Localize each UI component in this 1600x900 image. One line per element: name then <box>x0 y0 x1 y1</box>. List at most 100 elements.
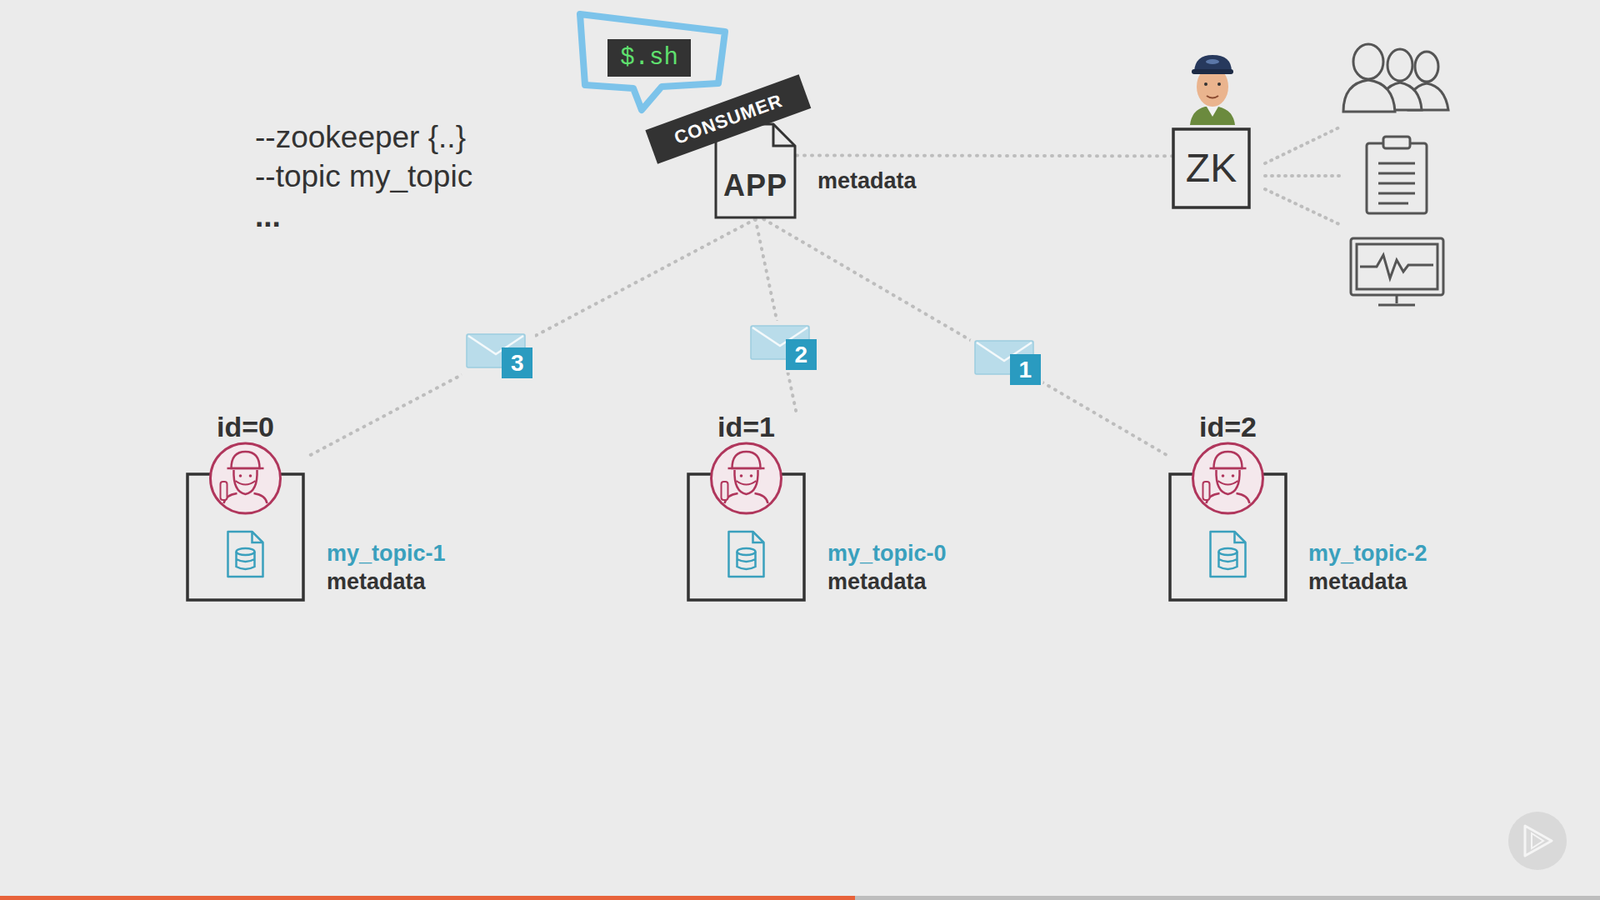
clipboard-line <box>1378 182 1415 185</box>
database-file-icon <box>729 531 765 577</box>
person-body <box>1343 80 1395 112</box>
clipboard-line <box>1378 172 1415 175</box>
broker-outline <box>1168 412 1288 602</box>
clipboard-line <box>1378 162 1415 165</box>
node-label: ZK <box>1185 146 1237 191</box>
people-icon <box>1343 44 1449 112</box>
broker-outline <box>686 412 806 602</box>
avatar-brim <box>227 467 265 470</box>
shell-script-label: $.sh <box>607 39 691 77</box>
avatar-helmet <box>732 451 761 469</box>
avatar-eye <box>750 474 754 478</box>
avatar-roll <box>721 481 729 500</box>
metadata-label: metadata <box>817 167 917 195</box>
avatar-brim <box>1210 467 1247 470</box>
file-fold <box>1235 531 1246 543</box>
clipboard-line <box>1378 192 1415 195</box>
play-button <box>1508 811 1567 870</box>
avatar-eye <box>249 474 253 478</box>
clipboard-icon <box>1366 136 1427 214</box>
callout-number: 2 <box>785 339 817 370</box>
db-top <box>236 548 255 555</box>
callout-number: 1 <box>1010 354 1041 385</box>
avatar-circle <box>1193 443 1264 514</box>
leader-line <box>1265 189 1340 225</box>
heartbeat-line <box>1360 255 1434 279</box>
avatar-shoulders <box>1206 493 1250 504</box>
avatar-brim <box>728 467 765 470</box>
bubble-outline <box>580 14 725 110</box>
avatar-face <box>734 470 758 495</box>
zookeeper-collar <box>1206 106 1219 117</box>
progress-fill <box>0 895 855 900</box>
avatar-roll <box>220 481 228 500</box>
zookeeper-eye <box>1217 82 1221 86</box>
command-option: --zookeeper {..} <box>255 119 466 156</box>
monitor-stand <box>1378 304 1415 307</box>
avatar-eye <box>740 474 744 478</box>
command-option: --topic my_topic <box>255 158 473 195</box>
file-fold <box>753 531 765 543</box>
node-label: APP <box>723 168 788 204</box>
leader-line <box>1265 174 1344 178</box>
monitor-inner <box>1356 244 1438 290</box>
zookeeper-box: ZK <box>1171 127 1251 210</box>
file-outline <box>1210 531 1246 577</box>
db-body <box>236 551 255 570</box>
db-top <box>1219 548 1238 555</box>
progress-track <box>0 895 1600 900</box>
metadata-label: metadata <box>827 568 927 595</box>
file-outline <box>228 531 264 577</box>
broker-avatar <box>210 443 281 514</box>
avatar-shoulders <box>224 493 268 504</box>
dotted-connector <box>763 219 1169 456</box>
document-fold <box>773 124 795 146</box>
avatar-eye <box>1221 474 1225 478</box>
monitor-screen <box>1350 238 1444 295</box>
metadata-label: metadata <box>1308 568 1408 595</box>
avatar-circle <box>711 443 782 514</box>
avatar-roll <box>1203 481 1210 500</box>
broker-id: id=1 <box>717 412 775 441</box>
speech-bubble: $.sh <box>573 10 730 115</box>
broker-box: id=1 <box>686 412 806 602</box>
avatar-beard <box>1218 480 1239 485</box>
avatar-face <box>1215 470 1240 495</box>
file-outline <box>729 531 765 577</box>
avatar-face <box>233 470 257 495</box>
command-ellipsis: ... <box>255 198 281 235</box>
broker-outline <box>185 412 305 602</box>
avatar-helmet <box>231 451 260 469</box>
avatar-helmet <box>1214 451 1243 469</box>
zookeeper-cap-brim <box>1191 69 1234 75</box>
database-file-icon <box>1210 531 1246 577</box>
db-top <box>737 548 756 555</box>
partition-name: my_topic-1 <box>326 540 446 567</box>
callout-number: 3 <box>501 347 533 379</box>
avatar-circle <box>210 443 281 514</box>
message-envelope: 1 <box>970 335 1044 388</box>
broker-avatar <box>1193 443 1264 514</box>
file-fold <box>252 531 264 543</box>
broker-id: id=2 <box>1199 412 1257 441</box>
zookeeper-shirt <box>1190 106 1235 125</box>
monitor-neck <box>1395 295 1399 304</box>
avatar-eye <box>1231 474 1235 478</box>
person-head <box>1415 51 1439 82</box>
zookeeper-figure <box>1190 55 1235 125</box>
leader-line <box>1265 127 1340 164</box>
play-button-inner <box>1531 833 1544 849</box>
avatar-beard <box>736 480 757 485</box>
broker-avatar <box>711 443 782 514</box>
broker-id: id=0 <box>216 412 275 441</box>
dotted-connector <box>796 153 1172 158</box>
play-button-triangle <box>1525 825 1552 856</box>
monitor-icon <box>1350 238 1444 305</box>
message-envelope: 3 <box>461 329 535 381</box>
leader-lines <box>1265 127 1344 225</box>
db-body <box>737 551 756 570</box>
avatar-beard <box>235 480 256 485</box>
avatar-eye <box>239 474 243 478</box>
